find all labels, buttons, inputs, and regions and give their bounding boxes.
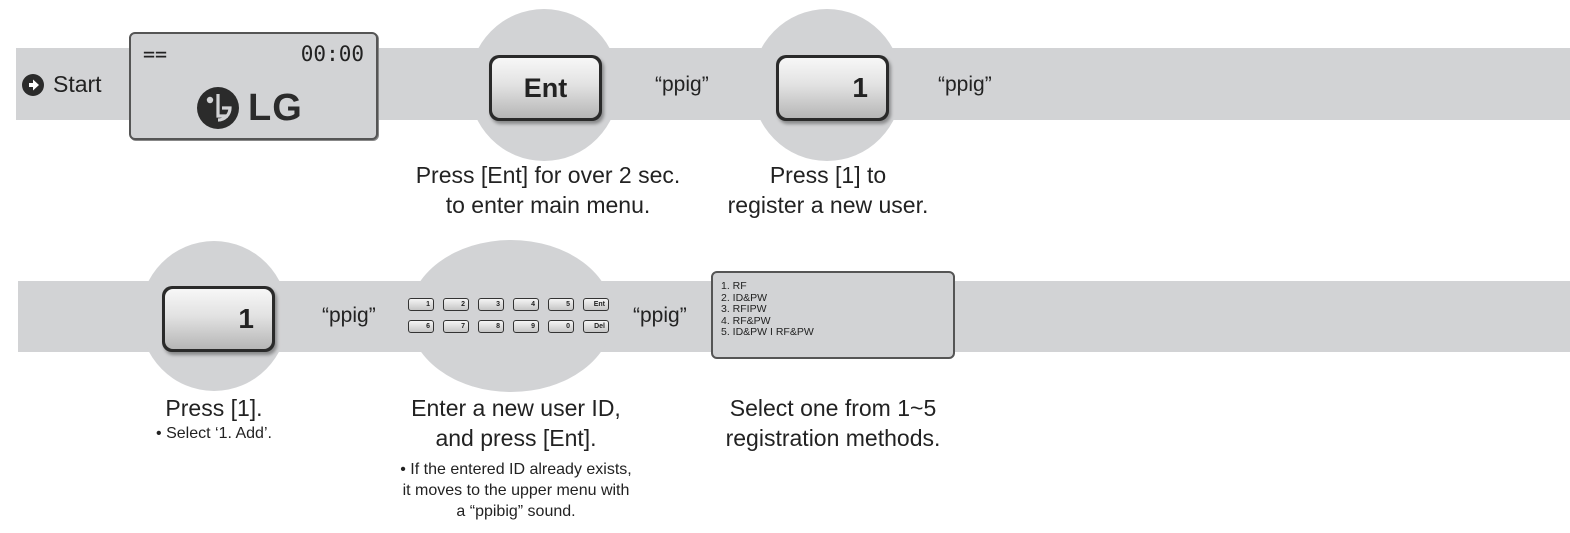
step1-caption-line1: Press [Ent] for over 2 sec. — [415, 162, 681, 188]
step4-caption-line2: and press [Ent]. — [435, 425, 597, 451]
step1-caption-line2: to enter main menu. — [445, 192, 651, 218]
menu-item-3: 3. RFIPW — [721, 303, 767, 316]
keypad-key-9[interactable]: 9 — [513, 320, 539, 333]
menu-item-4: 4. RF&PW — [721, 314, 771, 327]
arrow-circle-icon — [22, 73, 44, 96]
step3-caption-line1: Press [1]. — [165, 395, 263, 421]
step4-caption-line1: Enter a new user ID, — [411, 395, 621, 421]
start-marker: Start — [22, 71, 102, 98]
keypad-circle — [409, 240, 613, 392]
keypad-key-7[interactable]: 7 — [443, 320, 469, 333]
start-label: Start — [53, 71, 102, 97]
step4-note: • If the entered ID already exists, it m… — [366, 459, 666, 522]
key-1-label-row1: 1 — [852, 72, 868, 103]
step5-caption: Select one from 1~5 registration methods… — [702, 393, 964, 453]
key-1-label-row2: 1 — [238, 303, 254, 334]
lcd-time: 00:00 — [300, 42, 364, 66]
keypad-key-ent[interactable]: Ent — [583, 298, 609, 311]
keypad-key-del[interactable]: Del — [583, 320, 609, 333]
step2-caption-line1: Press [1] to — [769, 162, 887, 188]
lg-logo-text: LG — [248, 86, 303, 129]
step1-sound: “ppig” — [655, 73, 709, 96]
step2-caption-line2: register a new user. — [727, 192, 929, 218]
menu-item-5: 5. ID&PW I RF&PW — [721, 326, 814, 339]
ent-key[interactable]: Ent — [489, 55, 602, 121]
step3-note-line1: • Select ‘1. Add’. — [156, 425, 272, 442]
step4-caption: Enter a new user ID, and press [Ent]. — [376, 393, 656, 453]
key-1-row1[interactable]: 1 — [776, 55, 889, 121]
step3-note: • Select ‘1. Add’. — [124, 423, 304, 444]
step5-caption-line2: registration methods. — [725, 425, 941, 451]
lg-logo: LG — [196, 86, 303, 130]
ent-key-label: Ent — [523, 72, 568, 103]
keypad-key-1[interactable]: 1 — [408, 298, 434, 311]
keypad-key-6[interactable]: 6 — [408, 320, 434, 333]
key-1-row2[interactable]: 1 — [162, 286, 275, 352]
keypad-key-2[interactable]: 2 — [443, 298, 469, 311]
step2-caption: Press [1] to register a new user. — [708, 160, 948, 220]
step1-caption: Press [Ent] for over 2 sec. to enter mai… — [398, 160, 698, 220]
step3-caption: Press [1]. — [124, 393, 304, 423]
mini-keypad: 1 2 3 4 5 Ent 6 7 8 9 0 Del — [408, 298, 609, 333]
lcd-symbols: == — [143, 42, 168, 66]
step4-note-line1: • If the entered ID already exists, — [400, 461, 632, 478]
keypad-key-0[interactable]: 0 — [548, 320, 574, 333]
menu-item-1: 1. RF — [721, 280, 747, 292]
step4-note-line2: it moves to the upper menu with — [402, 482, 630, 499]
keypad-key-3[interactable]: 3 — [478, 298, 504, 311]
registration-menu-display: 1. RF 2. ID&PW 3. RFIPW 4. RF&PW 5. ID&P… — [711, 271, 955, 359]
lcd-display: == 00:00 LG — [129, 32, 378, 140]
lg-logo-icon — [197, 87, 239, 129]
step3-sound: “ppig” — [322, 304, 376, 327]
step2-sound: “ppig” — [938, 73, 992, 96]
keypad-key-5[interactable]: 5 — [548, 298, 574, 311]
keypad-key-4[interactable]: 4 — [513, 298, 539, 311]
keypad-key-8[interactable]: 8 — [478, 320, 504, 333]
step5-caption-line1: Select one from 1~5 — [729, 395, 937, 421]
step4-sound: “ppig” — [633, 304, 687, 327]
step4-note-line3: a “ppibig” sound. — [456, 503, 576, 520]
menu-item-2: 2. ID&PW — [721, 291, 768, 304]
